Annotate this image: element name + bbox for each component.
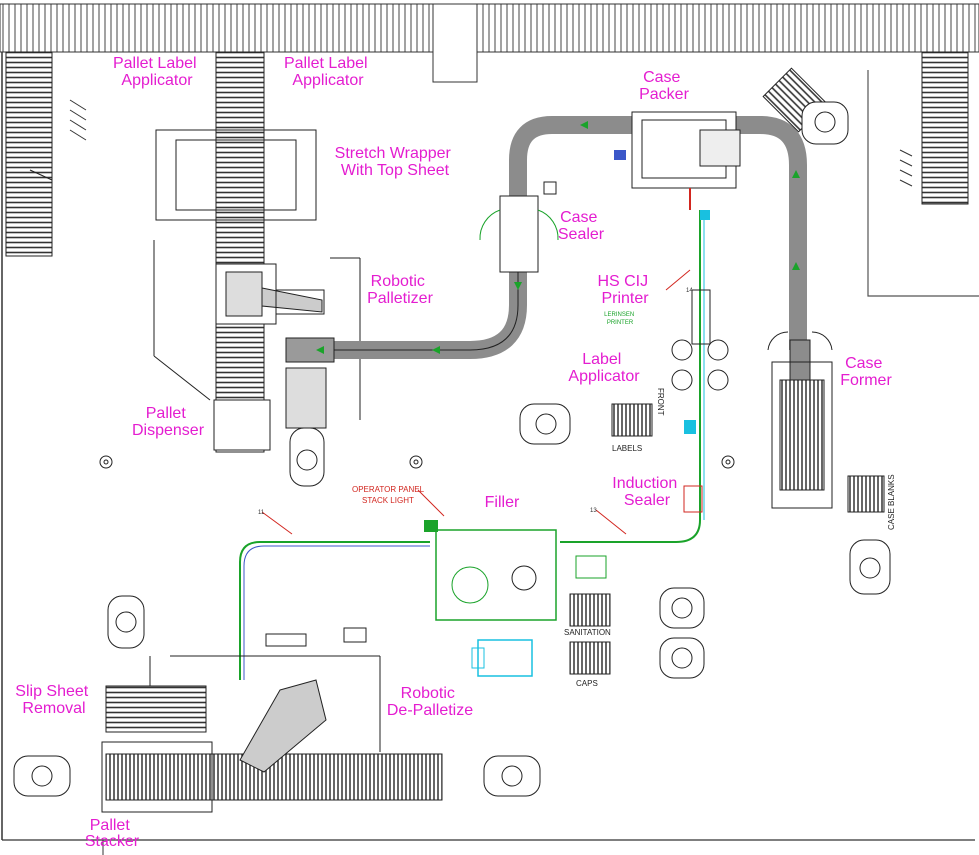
label-applicator-label: Label Applicator: [568, 351, 640, 385]
stack-light-label: STACK LIGHT: [362, 496, 414, 505]
labels-rack-label: LABELS: [612, 444, 642, 453]
case-blanks-label: CASE BLANKS: [887, 474, 896, 530]
case-packer-label: Case Packer: [639, 69, 689, 103]
slip-sheet-removal-label: Slip Sheet Removal: [15, 683, 92, 717]
column-markers: [99, 455, 735, 469]
sanitation-label: SANITATION: [564, 628, 611, 637]
dock-conveyor-top-left: [5, 51, 87, 257]
bottle-conveyor: [239, 485, 703, 680]
case-conveyor: [285, 116, 807, 363]
palletizer-conveyor: [153, 51, 361, 453]
robot-cart-top-right: [762, 67, 849, 145]
case-sealer-label: Case Sealer: [558, 209, 605, 243]
bottle-line-right: [671, 210, 729, 520]
line-number-13: 13: [590, 508, 597, 514]
building-outline: [0, 3, 979, 855]
dock-conveyor-top-right: [899, 51, 969, 205]
flow-arrows: [316, 121, 800, 354]
pallet-label-applicator-right-label: Pallet Label Applicator: [284, 55, 372, 89]
pallet-dispenser-label: Pallet Dispenser: [132, 405, 205, 439]
pallet-stacker-label: Pallet Stacker: [85, 817, 140, 850]
case-packer: [614, 111, 741, 210]
case-sealer: [479, 181, 559, 273]
case-former-label: Case Former: [840, 355, 892, 389]
line-number-14: 14: [686, 288, 693, 294]
robotic-depalletize-label: Robotic De-Palletize: [387, 685, 473, 719]
hs-cij-printer-label: HS CIJ Printer: [597, 273, 652, 307]
depalletizer: [101, 627, 443, 813]
capper-feeder: [471, 639, 533, 677]
operator-panel-label: OPERATOR PANEL: [352, 485, 425, 494]
filler-label: Filler: [485, 494, 520, 511]
callout-leaders: [261, 269, 691, 535]
filler: [424, 520, 607, 621]
robotic-palletizer-label: Robotic Palletizer: [367, 273, 433, 307]
case-former: [767, 331, 833, 509]
front-label: FRONT: [656, 388, 665, 416]
forklift-trucks: [13, 367, 891, 797]
caps-label: CAPS: [576, 679, 598, 688]
stretch-wrapper-label: Stretch Wrapper With Top Sheet: [335, 145, 456, 179]
induction-sealer-label: Induction Sealer: [612, 475, 681, 509]
pallet-label-applicator-left-label: Pallet Label Applicator: [113, 55, 201, 89]
lerinsen-printer-label: LERINSEN PRINTER: [604, 312, 636, 326]
line-number-11: 11: [258, 510, 265, 516]
